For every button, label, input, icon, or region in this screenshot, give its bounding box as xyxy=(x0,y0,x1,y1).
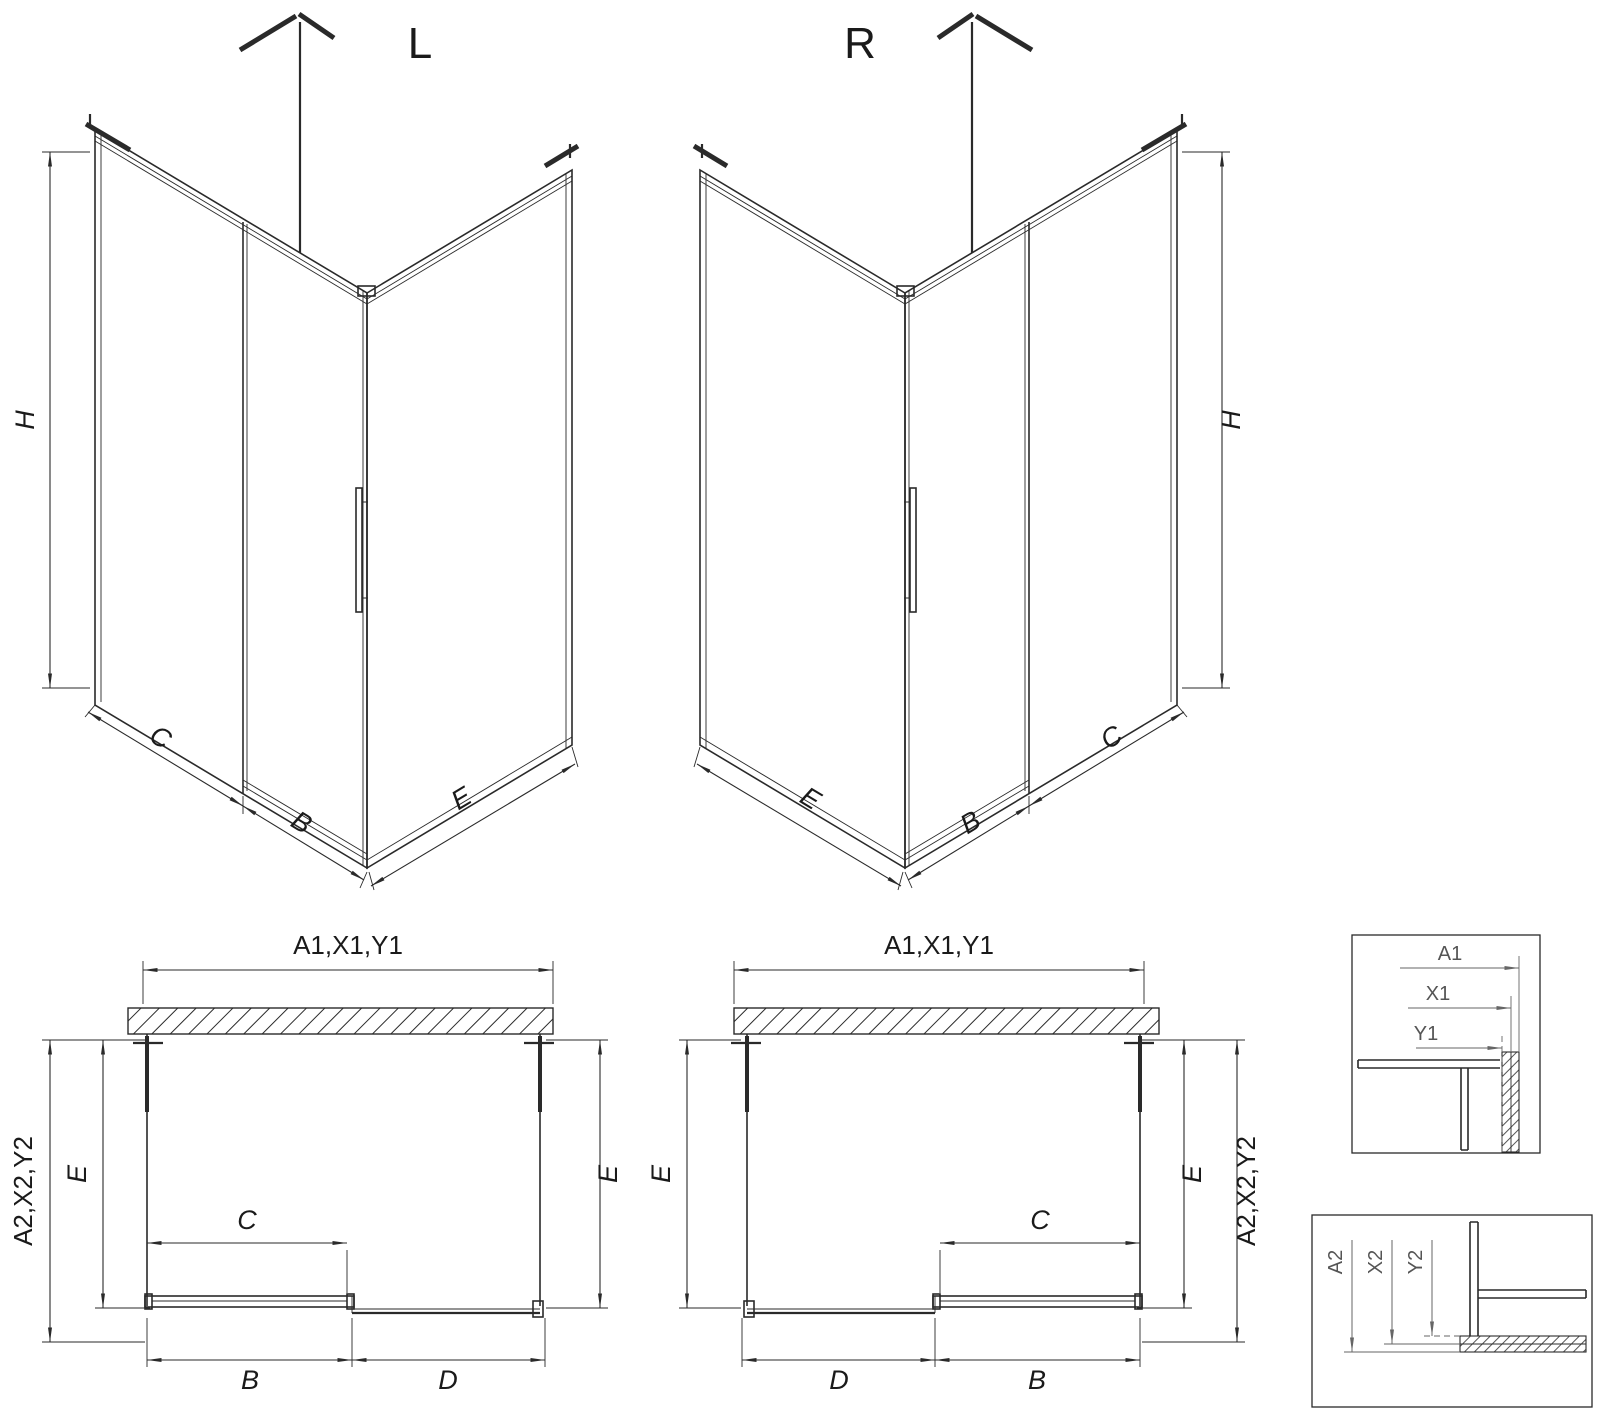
corner-connector xyxy=(357,285,376,297)
dim-line-c xyxy=(1028,711,1185,807)
dim-label-a1: A1,X1,Y1 xyxy=(884,930,994,960)
fixed-panel-bracket xyxy=(743,1300,755,1318)
dim-label-c: C xyxy=(145,719,178,755)
plan-left-dimensions: A1,X1,Y1 A2,X2,Y2 E E C B D xyxy=(8,930,623,1395)
extension-lines xyxy=(679,961,1245,1367)
dim-label-a2: A2,X2,Y2 xyxy=(8,1136,38,1246)
dim-label-y2: Y2 xyxy=(1405,1250,1427,1274)
plan-view-left: A1,X1,Y1 A2,X2,Y2 E E C B D xyxy=(8,930,623,1395)
glass-section xyxy=(1357,1059,1500,1069)
dim-label-c: C xyxy=(1030,1205,1050,1235)
detail-view-a1: A1 X1 Y1 xyxy=(1351,934,1541,1154)
detail-frame xyxy=(1351,934,1541,1154)
dim-label-a1: A1,X1,Y1 xyxy=(293,930,403,960)
side-glass-lines xyxy=(746,1034,1141,1306)
dim-line-b xyxy=(907,805,1030,881)
dim-line-c xyxy=(87,711,244,807)
dim-label-a1: A1 xyxy=(1438,943,1462,965)
dim-label-x1: X1 xyxy=(1426,983,1450,1005)
dim-label-h: H xyxy=(10,410,40,430)
dim-label-b: B xyxy=(1028,1365,1046,1395)
dim-line-b xyxy=(242,805,365,881)
detail-view-a2: A2 X2 Y2 xyxy=(1311,1214,1593,1408)
glass-corner-section xyxy=(1460,1068,1469,1151)
top-rails xyxy=(94,135,573,305)
dim-label-e-left: E xyxy=(646,1164,676,1183)
wall-section-hatched xyxy=(127,1007,554,1035)
plan-right-dimensions: A1,X1,Y1 A2,X2,Y2 E E C D B xyxy=(646,930,1261,1395)
dim-label-a2: A2,X2,Y2 xyxy=(1231,1136,1261,1246)
door-end-cap xyxy=(1134,1293,1143,1310)
iso-view-right: H C B E R xyxy=(692,11,1246,891)
door-end-cap xyxy=(932,1293,941,1310)
door-end-cap xyxy=(144,1293,153,1310)
corner-connector xyxy=(896,285,915,297)
extension-lines xyxy=(1510,956,1520,1052)
door-handle xyxy=(355,487,363,613)
door-handle xyxy=(909,487,917,613)
variant-label-right: R xyxy=(844,19,876,68)
bottom-tracks xyxy=(242,736,573,861)
extension-lines xyxy=(693,151,1230,891)
bottom-tracks xyxy=(699,736,1030,861)
wall-profile-section xyxy=(1501,1051,1520,1153)
glass-edge-lines xyxy=(100,134,567,866)
dim-label-b: B xyxy=(241,1365,259,1395)
plan-view-right: A1,X1,Y1 A2,X2,Y2 E E C D B xyxy=(646,930,1261,1395)
dim-label-e-right: E xyxy=(1177,1164,1207,1183)
right-wall-panel xyxy=(904,128,1178,870)
top-rails xyxy=(699,135,1178,305)
iso-view-left: H C B E L xyxy=(10,11,580,891)
dim-line-e xyxy=(696,763,902,887)
glass-section xyxy=(1469,1221,1479,1336)
extension-lines xyxy=(42,961,608,1367)
sliding-door xyxy=(932,1295,1143,1308)
wall-brackets xyxy=(84,11,580,169)
detail-frame xyxy=(1311,1214,1593,1408)
glass-edge-lines xyxy=(705,134,1172,866)
handle-mounts xyxy=(362,501,368,599)
side-wall-panel xyxy=(699,168,906,870)
wall-brackets xyxy=(692,11,1188,169)
dim-label-y1: Y1 xyxy=(1414,1023,1438,1045)
side-glass-lines xyxy=(146,1034,541,1306)
door-end-cap xyxy=(346,1293,355,1310)
sliding-door xyxy=(144,1295,355,1308)
dim-label-c: C xyxy=(237,1205,257,1235)
dim-label-d: D xyxy=(438,1365,458,1395)
dim-line-e xyxy=(370,763,576,887)
fixed-panel-bracket xyxy=(532,1300,544,1318)
bracket-ticks xyxy=(700,114,1184,158)
extension-lines xyxy=(42,151,579,891)
dim-label-h: H xyxy=(1216,410,1246,430)
left-wall-panel xyxy=(94,128,368,870)
variant-label-left: L xyxy=(408,19,432,68)
wall-section-hatched xyxy=(733,1007,1160,1035)
glass-fixing-profiles xyxy=(145,1036,542,1112)
plan-left-structure xyxy=(127,1007,554,1318)
iso-left-structure xyxy=(84,11,580,870)
extension-lines xyxy=(1344,1343,1460,1353)
iso-right-dimensions: H C B E xyxy=(693,151,1246,891)
dim-label-d: D xyxy=(829,1365,849,1395)
dim-label-e-left: E xyxy=(62,1164,92,1183)
dim-label-e: E xyxy=(446,780,478,816)
side-wall-panel xyxy=(366,168,573,870)
handle-mounts xyxy=(904,501,910,599)
plan-right-structure xyxy=(731,1007,1160,1318)
dim-label-a2: A2 xyxy=(1325,1250,1347,1274)
glass-corner-section xyxy=(1478,1289,1587,1299)
bracket-ticks xyxy=(88,114,572,158)
dim-label-e-right: E xyxy=(593,1164,623,1183)
glass-fixing-profiles xyxy=(745,1036,1142,1112)
dim-label-x2: X2 xyxy=(1365,1250,1387,1274)
dim-label-e: E xyxy=(795,781,827,817)
